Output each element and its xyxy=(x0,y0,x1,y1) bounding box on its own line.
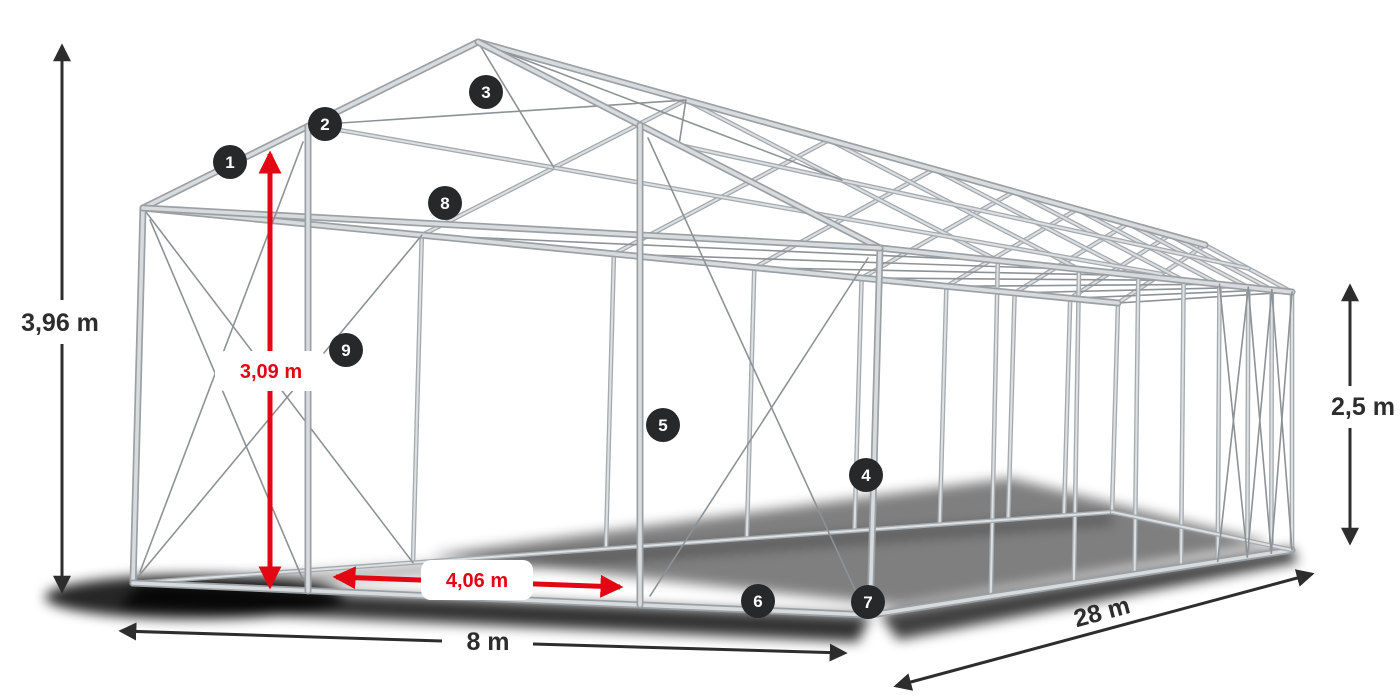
frame-member xyxy=(1111,511,1293,551)
part-badge-4: 4 xyxy=(849,458,883,492)
side-height-label: 2,5 m xyxy=(1331,393,1395,421)
frame-member xyxy=(678,144,1250,270)
badge-number: 5 xyxy=(658,416,667,435)
badge-number: 4 xyxy=(861,466,871,485)
dimension-side-height: 2,5 m xyxy=(1331,283,1395,546)
part-badges: 1 2 3 4 5 6 7 8 9 xyxy=(213,75,885,619)
width-label: 8 m xyxy=(466,628,509,656)
frame-member xyxy=(868,246,882,617)
width-arrow-right xyxy=(532,642,848,662)
frame-member xyxy=(1270,291,1293,555)
part-badge-8: 8 xyxy=(428,186,462,220)
frame-member xyxy=(1246,288,1273,558)
frame-member xyxy=(309,99,687,126)
badge-circle xyxy=(329,333,363,367)
frame-member xyxy=(853,277,863,532)
frame-member xyxy=(412,234,423,564)
frame-member xyxy=(132,511,1113,584)
frame-member xyxy=(136,234,423,579)
frame-member xyxy=(1013,286,1250,294)
badge-circle xyxy=(741,584,775,618)
badge-circle xyxy=(469,75,503,109)
frame-member xyxy=(945,283,1221,288)
clear-width-label: 4,06 m xyxy=(446,570,508,592)
frame-member xyxy=(1007,291,1016,521)
total-height-label: 3,96 m xyxy=(21,309,99,337)
frame-member xyxy=(1133,274,1140,576)
frame-member xyxy=(678,99,687,146)
frame-member xyxy=(860,277,1185,282)
part-badge-5: 5 xyxy=(646,408,680,442)
frame-member xyxy=(613,253,1080,271)
frame-member xyxy=(476,40,1207,247)
frame-member xyxy=(1111,302,1119,513)
frame-member xyxy=(476,40,882,250)
badge-number: 3 xyxy=(481,83,490,102)
frame-member xyxy=(420,234,999,262)
part-badge-6: 6 xyxy=(741,584,775,618)
clear-width-pill: 4,06 m xyxy=(421,560,533,600)
badge-number: 6 xyxy=(753,592,762,611)
badge-circle xyxy=(851,585,885,619)
frame-member xyxy=(149,219,304,581)
frame-member xyxy=(745,266,756,540)
frame-member xyxy=(477,41,555,169)
dimension-width: 8 m xyxy=(118,622,848,662)
badge-circle xyxy=(849,458,883,492)
frame-member xyxy=(647,137,863,606)
frame-member xyxy=(938,285,948,526)
clear-height-pill-bg xyxy=(215,351,327,391)
part-badge-3: 3 xyxy=(469,75,503,109)
frame-member xyxy=(477,41,843,182)
width-arrow-left xyxy=(118,622,443,643)
part-badge-1: 1 xyxy=(213,145,247,179)
frame-member xyxy=(1216,286,1250,563)
frame-member xyxy=(131,206,145,585)
badge-circle xyxy=(213,145,247,179)
part-badge-9: 9 xyxy=(329,333,363,367)
frame-member xyxy=(878,246,1294,294)
dimension-total-height: 3,96 m xyxy=(21,43,99,594)
frame-member xyxy=(1270,288,1273,555)
length-arrow xyxy=(893,569,1315,691)
shadow-front-strip xyxy=(118,585,870,642)
badge-circle xyxy=(646,408,680,442)
part-badge-2: 2 xyxy=(308,107,342,141)
clear-height-pill: 3,09 m xyxy=(215,351,327,391)
badge-number: 7 xyxy=(863,593,872,612)
frame-member xyxy=(1117,291,1293,304)
badge-circle xyxy=(428,186,462,220)
frame-member xyxy=(604,252,615,550)
clear-height-label: 3,09 m xyxy=(240,361,302,383)
badge-circle xyxy=(308,107,342,141)
frame-member xyxy=(1216,283,1221,563)
frame-member xyxy=(1072,268,1080,585)
clear-width-pill-bg xyxy=(421,560,533,600)
frame-member xyxy=(1069,288,1273,300)
frame-member xyxy=(309,124,1163,275)
part-badge-7: 7 xyxy=(851,585,885,619)
frame-member xyxy=(649,257,869,597)
frame-member xyxy=(989,259,999,598)
frame-member xyxy=(1246,286,1250,558)
badge-number: 8 xyxy=(440,194,449,213)
badge-number: 1 xyxy=(225,153,234,172)
frame-member xyxy=(1180,279,1185,569)
badge-number: 9 xyxy=(341,341,350,360)
frame-member xyxy=(753,266,1140,277)
badge-number: 2 xyxy=(320,115,329,134)
highlight-dimensions: 3,09 m 4,06 m xyxy=(215,150,624,600)
frame-member xyxy=(1063,297,1072,517)
